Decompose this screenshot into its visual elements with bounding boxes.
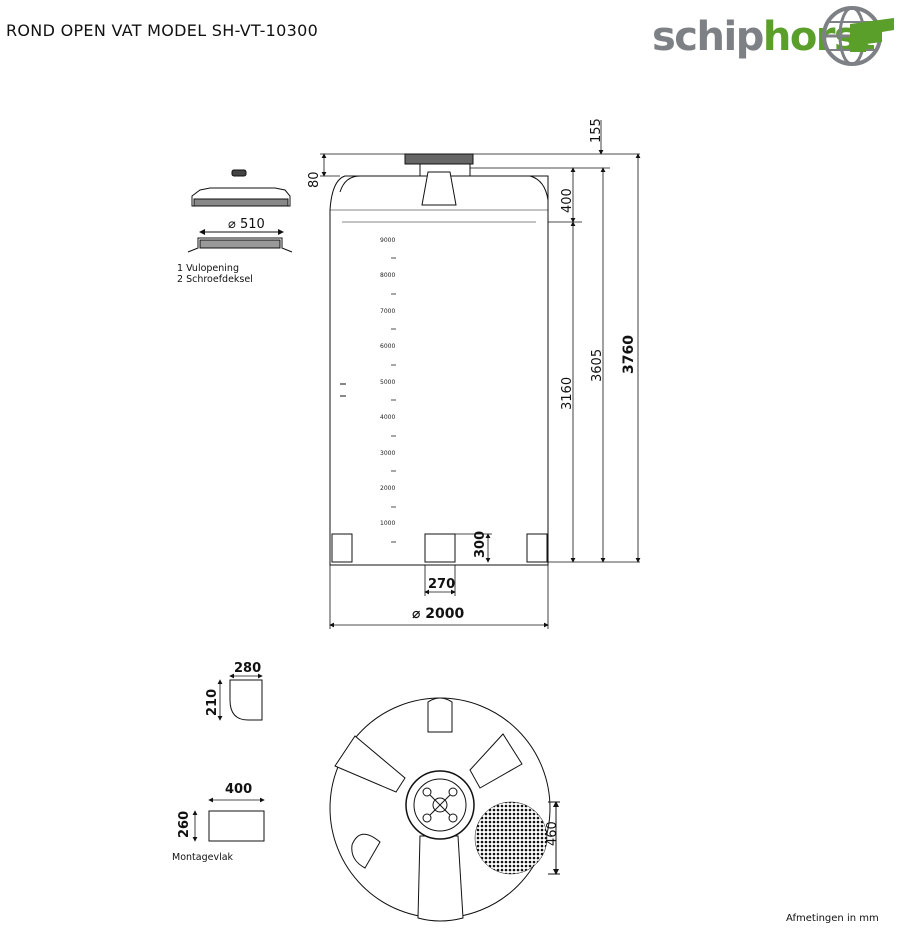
scale-3000: 3000: [380, 450, 395, 457]
brand-logo: schiphorst: [650, 4, 898, 68]
dim-lid-height: 80: [307, 171, 322, 188]
dim-base-height: 260: [177, 811, 192, 838]
base-profile-detail: [192, 797, 265, 842]
scale-5000: 5000: [380, 379, 395, 386]
scale-1000: 1000: [380, 520, 395, 527]
dim-outlet: 460: [545, 821, 560, 846]
logo-text-1: schip: [652, 14, 764, 60]
scale-6000: 6000: [380, 343, 395, 350]
scale-9000: 9000: [380, 237, 395, 244]
dimension-lines: [320, 120, 641, 629]
dim-base-width: 400: [225, 782, 252, 797]
dim-height-without-lid: 3605: [590, 349, 605, 382]
drawing-title: ROND OPEN VAT MODEL SH-VT-10300: [6, 21, 319, 40]
dim-small-leg-width: 280: [234, 661, 261, 676]
lid-diameter-label: ⌀ 510: [228, 217, 265, 232]
dim-top-height: 155: [589, 118, 604, 143]
leg-profile-detail: [217, 673, 263, 721]
scale-4000: 4000: [380, 414, 395, 421]
scale-2000: 2000: [380, 485, 395, 492]
volume-scale: 9000 8000 7000 6000 5000 4000 3000 2000 …: [380, 237, 396, 543]
note-screw-cap: 2 Schroefdeksel: [177, 274, 253, 285]
dim-diameter: ⌀ 2000: [412, 606, 465, 622]
tank-front-view: [329, 153, 549, 566]
dim-leg-width: 270: [428, 577, 455, 592]
montage-label: Montagevlak: [172, 852, 234, 863]
dim-shoulder: 400: [560, 188, 575, 213]
globe-c-icon: [822, 6, 894, 66]
units-note: Afmetingen in mm: [786, 913, 879, 924]
lid-detail: [187, 169, 293, 253]
scale-8000: 8000: [380, 272, 395, 279]
dim-leg-height: 300: [473, 531, 488, 558]
note-fill-opening: 1 Vulopening: [177, 263, 239, 274]
tank-top-view: [329, 697, 560, 922]
dim-body-height: 3160: [560, 377, 575, 410]
scale-7000: 7000: [380, 308, 395, 315]
dim-small-leg-height: 210: [205, 689, 220, 716]
dim-total-height: 3760: [621, 335, 637, 374]
